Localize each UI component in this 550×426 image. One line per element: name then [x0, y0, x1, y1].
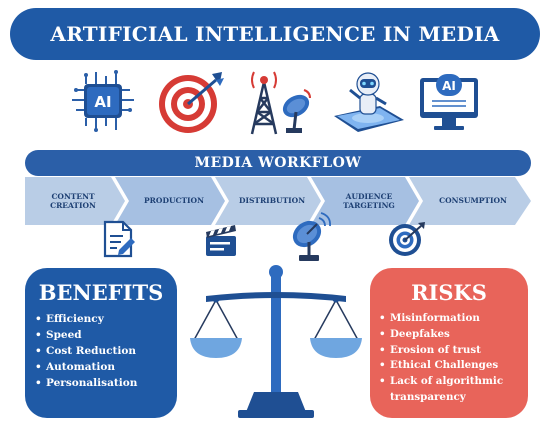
clapperboard-icon — [206, 225, 236, 256]
step-arrow-production — [115, 177, 225, 225]
ai-chip-label: AI — [94, 93, 111, 111]
target-icon — [159, 72, 224, 133]
balance-scale-icon — [190, 265, 362, 418]
risks-list: Misinformation Deepfakes Erosion of trus… — [370, 311, 528, 406]
list-item: Erosion of trust — [379, 343, 528, 359]
step-arrow-audience-targeting — [311, 177, 419, 225]
list-item: Ethical Challenges — [379, 358, 528, 374]
list-item: Automation — [35, 359, 177, 375]
workflow-banner: MEDIA WORKFLOW — [25, 150, 531, 176]
step-consumption: CONSUMPTION — [439, 196, 507, 206]
list-item: Cost Reduction — [35, 343, 177, 359]
list-item: Lack of algorithmic transparency — [379, 374, 528, 406]
list-item: Efficiency — [35, 311, 177, 327]
step-arrow-content-creation — [25, 177, 125, 225]
ai-monitor-label: AI — [442, 79, 456, 93]
satellite-dish-icon — [292, 212, 331, 261]
step-distribution: DISTRIBUTION — [238, 196, 306, 206]
robot-phone-icon — [334, 72, 404, 132]
broadcast-tower-icon — [250, 71, 311, 135]
top-icon-row: AI — [0, 66, 550, 148]
ai-monitor-icon: AI — [420, 74, 478, 130]
step-arrow-consumption — [409, 177, 531, 225]
benefits-panel: BENEFITS Efficiency Speed Cost Reduction… — [25, 268, 177, 418]
document-pen-icon — [103, 220, 135, 258]
benefits-title: BENEFITS — [38, 280, 164, 305]
risks-title: RISKS — [411, 280, 487, 305]
list-item: Speed — [35, 327, 177, 343]
list-item: Personalisation — [35, 375, 177, 391]
title-banner: ARTIFICIAL INTELLIGENCE IN MEDIA — [10, 8, 540, 60]
workflow-arrows — [25, 177, 531, 225]
step-production: PRODUCTION — [144, 196, 204, 206]
risks-panel: RISKS Misinformation Deepfakes Erosion o… — [370, 268, 528, 418]
step-arrow-distribution — [215, 177, 321, 225]
list-item: Misinformation — [379, 311, 528, 327]
workflow-title: MEDIA WORKFLOW — [194, 155, 362, 171]
benefits-list: Efficiency Speed Cost Reduction Automati… — [25, 311, 177, 391]
list-item: Deepfakes — [379, 327, 528, 343]
ai-chip-icon: AI — [72, 70, 134, 132]
page-title: ARTIFICIAL INTELLIGENCE IN MEDIA — [50, 22, 500, 46]
target-icon — [389, 222, 425, 256]
